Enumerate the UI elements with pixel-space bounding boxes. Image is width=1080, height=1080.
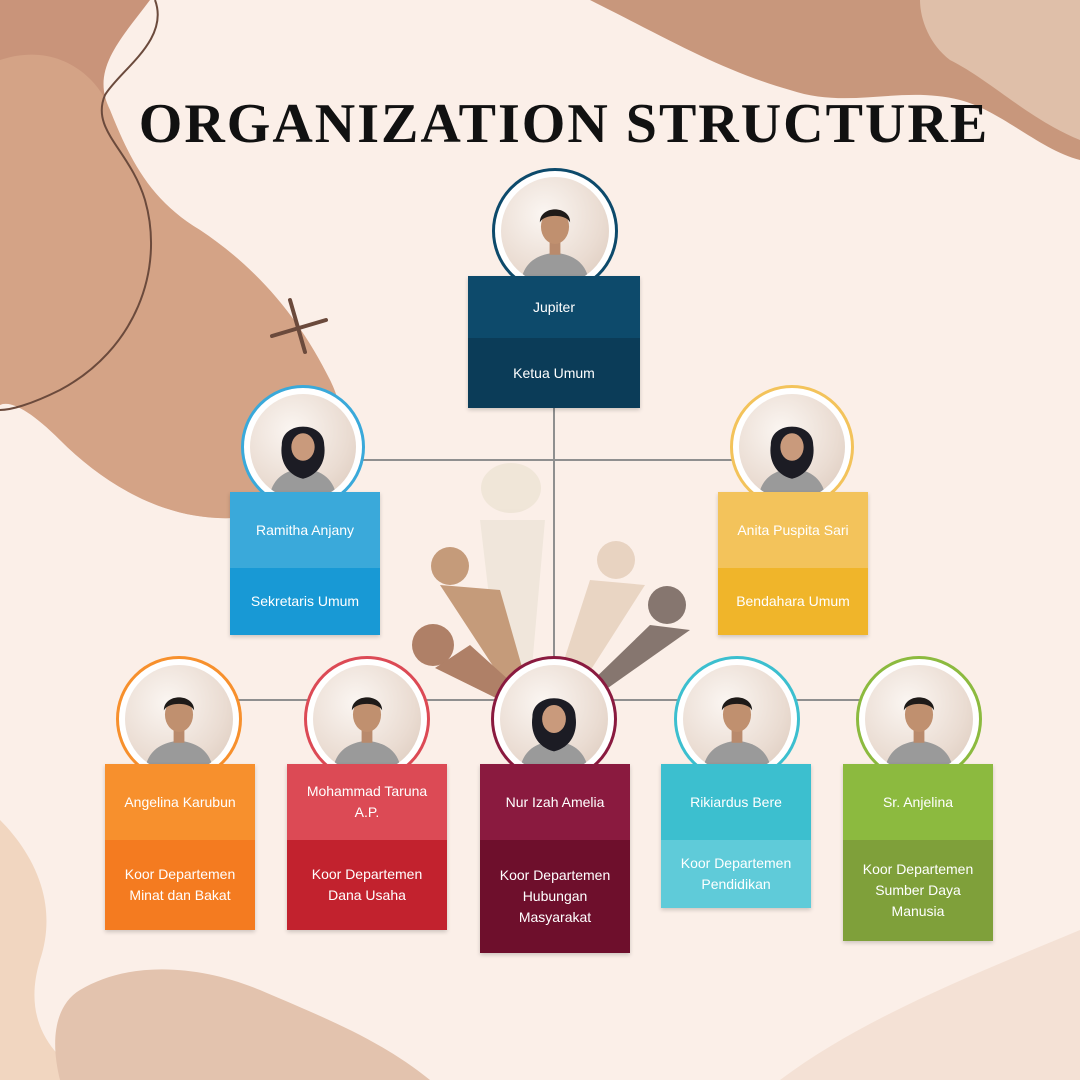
face-shape [542,704,566,734]
member-card-ramitha: Ramitha Anjany Sekretaris Umum [230,492,380,635]
photo-avatar-angelina [116,656,242,782]
member-name: Nur Izah Amelia [480,764,630,840]
member-card-anita: Anita Puspita Sari Bendahara Umum [718,492,868,635]
member-card-anjelina: Sr. Anjelina Koor Departemen Sumber Daya… [843,764,993,941]
member-name: Rikiardus Bere [661,764,811,840]
member-card-nur: Nur Izah Amelia Koor Departemen Hubungan… [480,764,630,953]
member-role: Koor Departemen Pendidikan [661,840,811,908]
face-shape [352,697,382,732]
hair-shape [351,697,383,711]
member-card-mohammad: Mohammad Taruna A.P. Koor Departemen Dan… [287,764,447,930]
neck-shape [731,727,743,743]
face-shape [291,433,315,461]
neck-shape [549,239,561,255]
photo-avatar-jupiter [492,168,618,294]
neck-shape [173,727,185,743]
member-role: Koor Departemen Dana Usaha [287,840,447,930]
hair-shape [903,697,935,711]
person-silhouette-icon [520,209,590,285]
person-silhouette-icon [269,426,337,500]
person-silhouette-icon [519,698,589,773]
hair-shape [163,697,195,711]
member-name: Angelina Karubun [105,764,255,840]
member-role: Sekretaris Umum [230,568,380,635]
photo-avatar-anita [730,385,854,509]
member-name: Anita Puspita Sari [718,492,868,568]
member-role: Ketua Umum [468,338,640,408]
member-card-rikiardus: Rikiardus Bere Koor Departemen Pendidika… [661,764,811,908]
person-silhouette-icon [758,426,826,500]
face-shape [780,433,804,461]
face-shape [164,697,194,732]
photo-avatar-ramitha [241,385,365,509]
member-role: Bendahara Umum [718,568,868,635]
page-title: ORGANIZATION STRUCTURE [138,93,990,155]
member-role: Koor Departemen Hubungan Masyarakat [480,840,630,953]
member-name: Mohammad Taruna A.P. [287,764,447,840]
member-card-angelina: Angelina Karubun Koor Departemen Minat d… [105,764,255,930]
neck-shape [913,727,925,743]
member-role: Koor Departemen Minat dan Bakat [105,840,255,930]
face-shape [722,697,752,732]
member-role: Koor Departemen Sumber Daya Manusia [843,840,993,941]
neck-shape [361,727,373,743]
person-silhouette-icon [144,697,214,773]
face-shape [540,209,570,244]
photo-avatar-nur [491,656,617,782]
member-card-jupiter: Jupiter Ketua Umum [468,276,640,408]
member-name: Sr. Anjelina [843,764,993,840]
photo-avatar-mohammad [304,656,430,782]
person-silhouette-icon [332,697,402,773]
hair-shape [721,697,753,711]
person-silhouette-icon [702,697,772,773]
member-name: Jupiter [468,276,640,338]
photo-avatar-anjelina [856,656,982,782]
face-shape [904,697,934,732]
member-name: Ramitha Anjany [230,492,380,568]
person-silhouette-icon [884,697,954,773]
